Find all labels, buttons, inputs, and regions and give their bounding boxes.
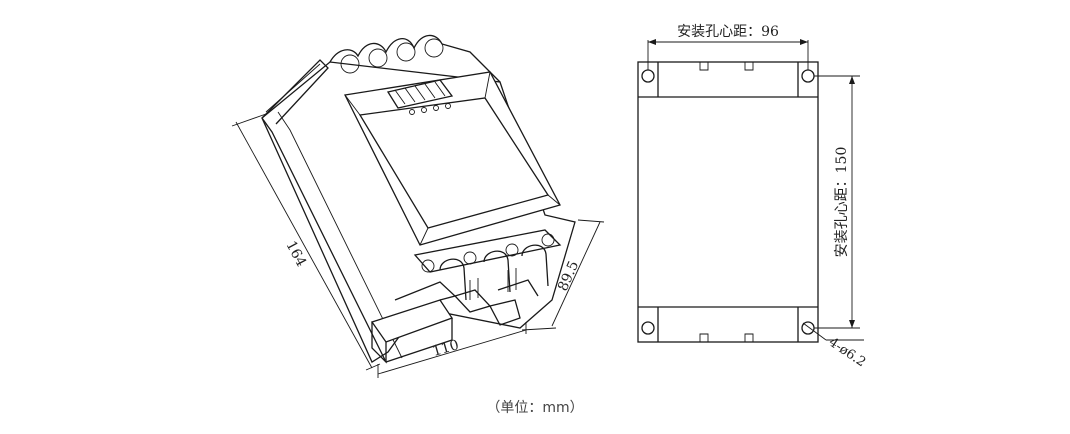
dim-110-group: 110 — [377, 322, 527, 378]
isometric-view — [261, 34, 576, 364]
bottom-terminals — [439, 244, 549, 301]
mount-hole-top-left-icon — [641, 69, 655, 83]
top-terminals — [329, 34, 501, 83]
left-rail — [261, 59, 329, 125]
hole-spec-group: 4-ø6.2 — [802, 322, 868, 370]
mount-hole-bottom-left-icon — [641, 321, 655, 335]
dim-150-group: 安装孔心距：150 — [814, 75, 860, 329]
plan-outline — [637, 61, 819, 343]
cable-block-front — [370, 299, 453, 343]
dim-164-line — [235, 121, 373, 369]
led-1-icon — [409, 109, 415, 115]
bottom-terminal-strip — [413, 229, 562, 273]
dim-96-label: 安装孔心距：96 — [677, 24, 779, 40]
dim-89-5-label: 89.5 — [555, 259, 582, 294]
front-cover — [344, 71, 561, 246]
plan-view — [637, 61, 819, 343]
hole-spec-leader — [802, 322, 827, 341]
dim-110-line — [377, 329, 527, 375]
top-connector — [386, 79, 454, 109]
led-4-icon — [445, 103, 451, 109]
led-2-icon — [421, 107, 427, 113]
units-caption: （单位：mm） — [486, 400, 584, 416]
led-3-icon — [433, 105, 439, 111]
dim-96-group: 安装孔心距：96 — [647, 24, 809, 70]
dim-164-label: 164 — [282, 238, 309, 269]
dim-150-label: 安装孔心距：150 — [834, 147, 850, 258]
dim-89-5-line — [551, 221, 601, 327]
dim-110-label: 110 — [431, 337, 461, 360]
device-left-edge — [261, 117, 386, 361]
dim-89-5-group: 89.5 — [521, 219, 605, 331]
mount-hole-top-right-icon — [801, 69, 815, 83]
